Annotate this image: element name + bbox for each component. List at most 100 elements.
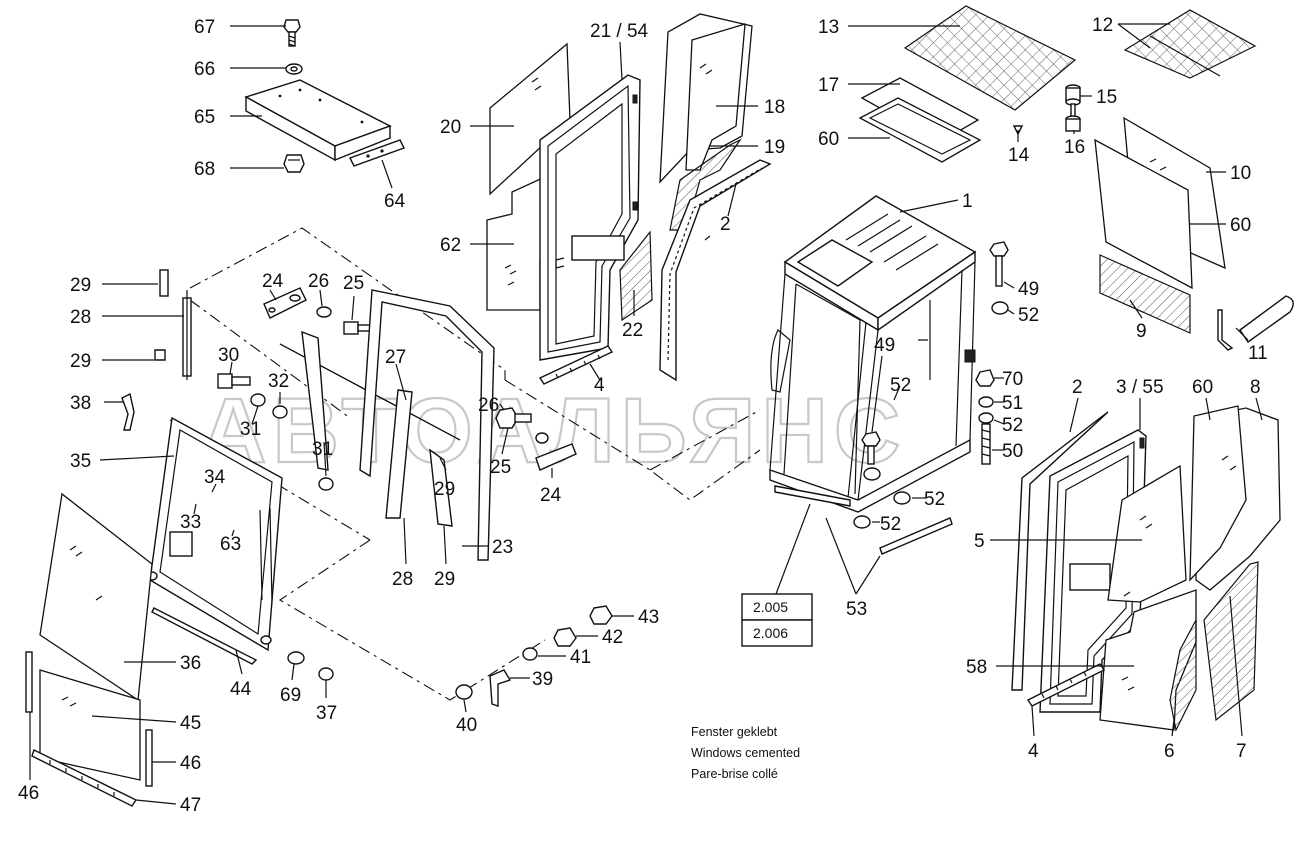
washer-40	[455, 684, 473, 700]
callout-label: 13	[818, 17, 839, 38]
callout-label: 49	[1018, 279, 1039, 300]
strip-44	[151, 607, 258, 665]
callout-label: 60	[1192, 377, 1213, 398]
callout-label: 26	[478, 395, 499, 416]
callout-label: 52	[1002, 415, 1023, 436]
callout-label: 32	[268, 371, 289, 392]
callout-label: 22	[622, 320, 643, 341]
callout-label: 15	[1096, 87, 1117, 108]
callout-label: 29	[70, 351, 91, 372]
bolt-30	[217, 373, 251, 389]
callout-label: 65	[194, 107, 215, 128]
callout-label: 52	[890, 375, 911, 396]
callout-label: 64	[384, 191, 406, 212]
washer-52-low	[893, 491, 911, 505]
callout-label: 50	[1002, 441, 1023, 462]
callout-label: 69	[280, 685, 301, 706]
strip-46-right	[145, 729, 153, 787]
callout-label: 53	[846, 599, 867, 620]
callout-label: 58	[966, 657, 987, 678]
callout-label: 4	[594, 375, 605, 396]
tool-11	[1217, 295, 1294, 351]
rubber-15-16	[1065, 84, 1081, 132]
callout-label: 30	[218, 345, 239, 366]
callout-label: 1	[962, 191, 973, 212]
callout-label: 31	[312, 439, 333, 460]
bolt-49-mid	[861, 431, 881, 465]
hinge-38	[121, 392, 135, 431]
bolt-49-top	[989, 241, 1009, 287]
bracket-39	[489, 669, 512, 707]
callout-label: 19	[764, 137, 785, 158]
knob-37	[318, 667, 334, 681]
leader-lines	[29, 23, 1263, 805]
callout-label: 28	[392, 569, 413, 590]
front-frame-35	[146, 416, 283, 652]
callout-label: 60	[818, 129, 839, 150]
trim-7	[1203, 561, 1259, 722]
bolt-25-top	[343, 321, 371, 335]
callout-label: 70	[1002, 369, 1023, 390]
ref-box-label: 2.006	[753, 625, 788, 641]
callout-labels: 67 66 65 68 64 20 21 / 54 18 19 2 62 22 …	[18, 15, 1268, 816]
callout-label: 2	[1072, 377, 1083, 398]
trim-22	[619, 230, 653, 322]
plate-24-mid	[535, 443, 577, 471]
washer-41	[522, 647, 538, 661]
callout-label: 60	[1230, 215, 1251, 236]
callout-label: 5	[974, 531, 985, 552]
callout-label: 63	[220, 534, 241, 555]
callout-label: 62	[440, 235, 461, 256]
callout-label: 29	[434, 569, 455, 590]
roof-panel-13	[903, 5, 1077, 111]
callout-label: 7	[1236, 741, 1247, 762]
nut-68	[283, 154, 305, 173]
callout-label: 10	[1230, 163, 1251, 184]
plate-65	[244, 79, 392, 162]
callout-label: 23	[492, 537, 513, 558]
strip-4-left	[538, 345, 614, 385]
callout-label: 52	[1018, 305, 1039, 326]
callout-label: 44	[230, 679, 252, 700]
note-en: Windows cemented	[691, 746, 800, 760]
strip-4-right	[1026, 663, 1106, 707]
callout-label: 34	[204, 467, 226, 488]
rail-47	[31, 749, 138, 807]
bolt-26-mid	[495, 407, 549, 444]
washer-69	[287, 651, 305, 665]
reference-boxes: 2.005 2.006	[741, 593, 813, 647]
callout-label: 21 / 54	[590, 21, 649, 42]
note-fr: Pare-brise collé	[691, 767, 778, 781]
seal-2-left	[659, 159, 772, 382]
washer-52-bottom	[853, 515, 871, 529]
callout-label: 29	[70, 275, 91, 296]
callout-label: 68	[194, 159, 215, 180]
callout-label: 4	[1028, 741, 1039, 762]
callout-label: 14	[1008, 145, 1030, 166]
callout-label: 3 / 55	[1116, 377, 1164, 398]
rear-glass-10-60	[1094, 116, 1226, 290]
callout-label: 28	[70, 307, 91, 328]
callout-label: 29	[434, 479, 455, 500]
bolt-67	[283, 19, 301, 47]
callout-label: 9	[1136, 321, 1147, 342]
callout-label: 36	[180, 653, 201, 674]
callout-label: 66	[194, 59, 215, 80]
callout-label: 42	[602, 627, 623, 648]
nut-42	[553, 627, 577, 647]
callout-label: 33	[180, 512, 201, 533]
door-frame-21-54	[539, 74, 641, 361]
bracket-group	[244, 19, 405, 173]
callout-label: 52	[880, 514, 901, 535]
callout-label: 16	[1064, 137, 1085, 158]
glass-5	[1107, 464, 1187, 603]
callout-label: 46	[18, 783, 39, 804]
note-de: Fenster geklebt	[691, 725, 778, 739]
struts-left	[154, 269, 192, 380]
callout-label: 2	[720, 214, 731, 235]
callout-label: 12	[1092, 15, 1113, 36]
callout-label: 45	[180, 713, 201, 734]
lower-glass-45	[39, 669, 141, 781]
watermark: АВТОАЛЬЯНС	[200, 380, 906, 482]
